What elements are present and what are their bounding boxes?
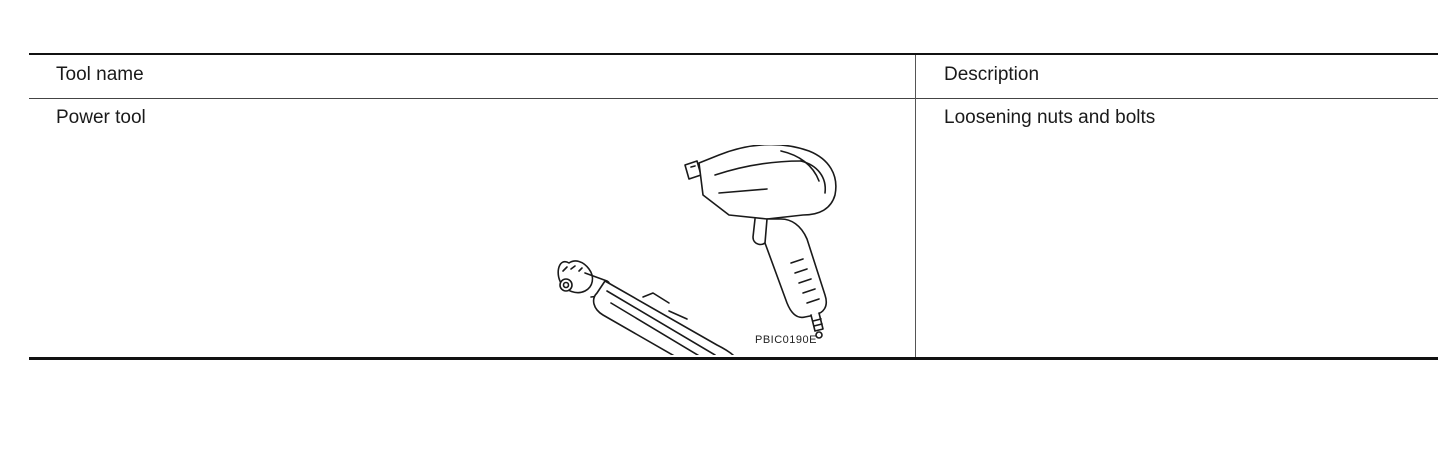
table-header-row: Tool name Description bbox=[29, 55, 1438, 99]
header-description: Description bbox=[944, 64, 1040, 85]
header-tool-name: Tool name bbox=[56, 64, 144, 85]
column-divider bbox=[915, 55, 916, 357]
tool-table: Tool name Description Power tool Looseni… bbox=[29, 53, 1438, 360]
power-tool-illustration bbox=[557, 145, 837, 355]
row-description: Loosening nuts and bolts bbox=[944, 107, 1156, 128]
figure-code: PBIC0190E bbox=[755, 334, 817, 346]
ratchet-wrench-icon bbox=[557, 260, 735, 355]
row-tool-name: Power tool bbox=[56, 107, 146, 128]
impact-wrench-icon bbox=[684, 145, 837, 339]
